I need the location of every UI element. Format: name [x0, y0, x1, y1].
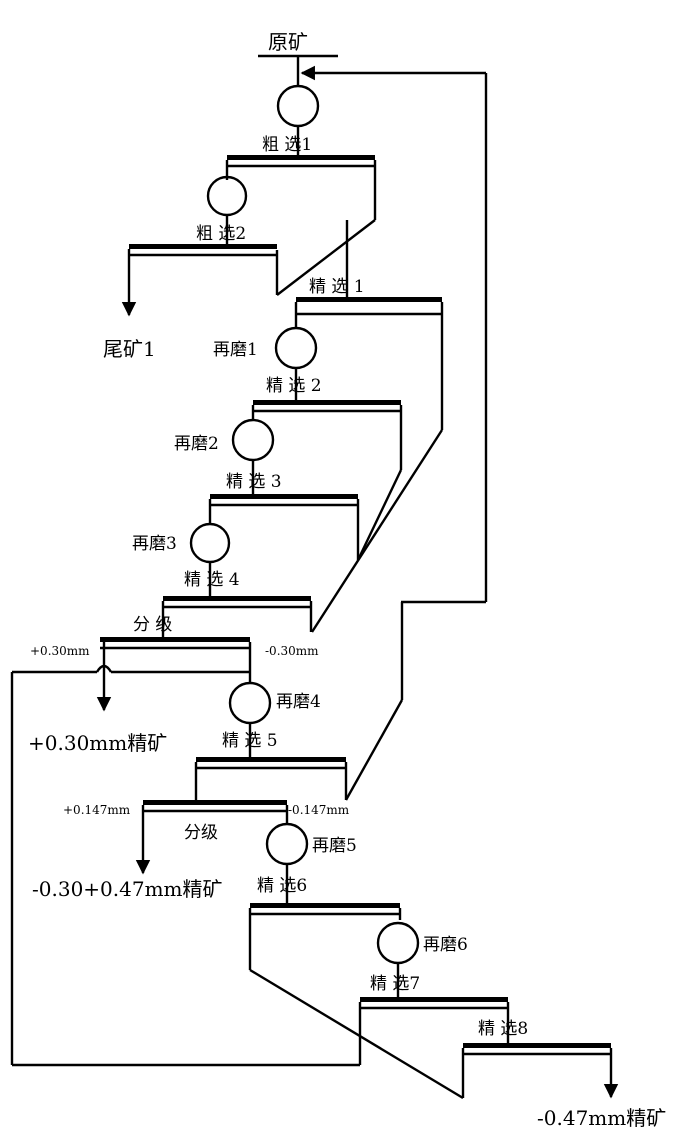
- grinding-mill-icon: [276, 84, 320, 128]
- cleaner7-label: 精 选7: [370, 974, 420, 994]
- tail1-label: 尾矿1: [103, 337, 156, 361]
- crossover-hop: [95, 664, 113, 673]
- minus0147-label: -0.147mm: [288, 803, 350, 817]
- regrind1-label: 再磨1: [213, 340, 258, 360]
- cleaner1-label: 精 选 1: [309, 277, 365, 297]
- classifier1-bar: [100, 637, 250, 642]
- cleaner4-cell-bar: [163, 596, 311, 601]
- cleaner3-label: 精 选 3: [226, 472, 282, 492]
- rougher1-cell-bar: [227, 155, 375, 160]
- regrind3-mill-icon: [189, 522, 231, 564]
- cleaner7-cell-bar: [360, 997, 508, 1002]
- cleaner8-label: 精 选8: [478, 1019, 528, 1039]
- cleaner1-cell-bar: [296, 297, 442, 302]
- cleaner6-cell-bar: [250, 903, 400, 908]
- regrind4-label: 再磨4: [276, 692, 321, 712]
- regrind1-mill-icon: [274, 326, 318, 370]
- cleaner6-label: 精 选6: [257, 876, 307, 896]
- conc-plus030-label: +0.30mm精矿: [28, 731, 167, 755]
- cleaner2-label: 精 选 2: [266, 376, 322, 396]
- conc-final-label: -0.47mm精矿: [537, 1106, 666, 1130]
- cleaner3-cell-bar: [210, 494, 358, 499]
- regrind5-mill-icon: [265, 822, 309, 866]
- cleaner5-cell-bar: [196, 757, 346, 762]
- regrind2-mill-icon: [231, 418, 275, 462]
- cleaner8-cell-bar: [463, 1043, 611, 1048]
- regrind3-label: 再磨3: [132, 534, 177, 554]
- cleaner2-cell-bar: [253, 400, 401, 405]
- regrind2-label: 再磨2: [174, 434, 219, 454]
- rougher2-label: 粗 选2: [196, 224, 246, 244]
- rougher2-cell-bar: [129, 244, 277, 249]
- rougher1-label: 粗 选1: [262, 135, 312, 155]
- minus030-label: -0.30mm: [265, 644, 319, 658]
- cleaner5-label: 精 选 5: [222, 731, 278, 751]
- feed-label: 原矿: [268, 30, 308, 54]
- plus030-label: +0.30mm: [30, 644, 90, 658]
- regrind6-label: 再磨6: [423, 935, 468, 955]
- classify2-label: 分级: [184, 823, 218, 843]
- classifier2-bar: [143, 800, 287, 805]
- regrind4-mill-icon: [228, 681, 272, 725]
- conc-mid-label: -0.30+0.47mm精矿: [32, 877, 223, 901]
- classify1-label: 分 级: [133, 615, 172, 635]
- rougher-mill-icon: [206, 175, 248, 217]
- regrind5-label: 再磨5: [312, 836, 357, 856]
- cleaner4-label: 精 选 4: [184, 570, 240, 590]
- regrind6-mill-icon: [376, 921, 420, 965]
- plus0147-label: +0.147mm: [63, 803, 131, 817]
